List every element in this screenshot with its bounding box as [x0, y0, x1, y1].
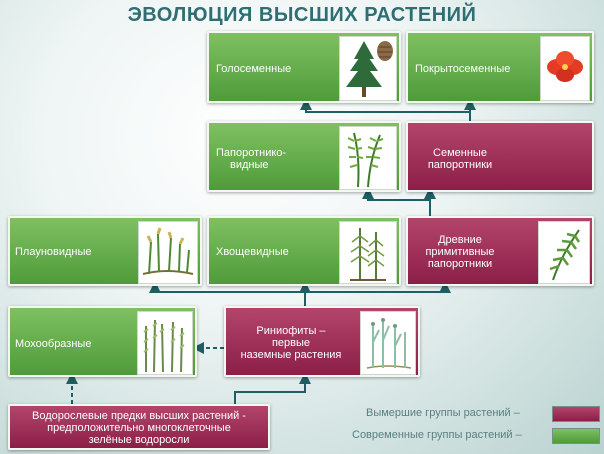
node-gymnosperms: Голосеменные: [207, 31, 401, 103]
clubmoss-icon: [138, 221, 198, 284]
node-rhyniophytes-label: Риниофиты – первые наземные растения: [226, 325, 356, 361]
node-bryophytes-line-1: Мохообразные: [15, 338, 92, 350]
node-ancient-ferns-line-3: папоротники: [427, 258, 493, 270]
node-angiosperms-label: Покрытосеменные: [415, 63, 510, 75]
node-ancient-ferns-line-2: примитивные: [425, 246, 495, 258]
node-gymnosperms-label: Голосеменные: [216, 63, 291, 75]
node-algal-ancestors-line-1: Водорослевые предки высших растений -: [32, 410, 246, 422]
node-rhyniophytes: Риниофиты – первые наземные растения: [224, 306, 420, 377]
ancient-fern-icon: [538, 221, 590, 284]
legend-extinct-label: Вымершие группы растений –: [366, 407, 520, 419]
node-algal-ancestors-line-2: предположительно многоклеточные: [47, 422, 231, 434]
moss-icon: [137, 311, 193, 375]
node-seed-ferns-line-1: Семенные: [433, 147, 487, 159]
arrow-algae-to-rhynio: [234, 372, 311, 404]
node-ferns-label: Папоротнико- видные: [216, 147, 286, 171]
node-horsetails-line-1: Хвощевидные: [216, 246, 289, 258]
legend-modern-label: Современные группы растений –: [352, 429, 522, 441]
node-algal-ancestors-label: Водорослевые предки высших растений - пр…: [10, 410, 268, 446]
node-rhyniophytes-line-1: Риниофиты –: [256, 325, 326, 337]
node-lycophytes-line-1: Плауновидные: [15, 246, 92, 258]
node-seed-ferns: Семенные папоротники: [406, 121, 594, 192]
arrow-rhynio-to-lyco: [149, 281, 306, 306]
node-algal-ancestors: Водорослевые предки высших растений - пр…: [8, 404, 270, 450]
legend-extinct-swatch: [552, 406, 600, 422]
arrow-ancientferns-to-ferns: [362, 187, 431, 216]
node-angiosperms-line-1: Покрытосеменные: [415, 63, 511, 75]
node-angiosperms: Покрытосеменные: [406, 31, 594, 103]
node-horsetails-label: Хвощевидные: [216, 246, 289, 258]
node-ancient-ferns-label: Древние примитивные папоротники: [408, 234, 512, 270]
rhynia-icon: [360, 311, 416, 375]
node-seed-ferns-line-2: папоротники: [427, 159, 493, 171]
node-ancient-ferns-line-1: Древние: [438, 234, 482, 246]
node-ferns-line-2: видные: [230, 159, 269, 171]
node-ferns: Папоротнико- видные: [207, 121, 401, 192]
node-rhyniophytes-line-3: наземные растения: [240, 349, 342, 361]
node-lycophytes: Плауновидные: [8, 216, 202, 286]
page-title: ЭВОЛЮЦИЯ ВЫСШИХ РАСТЕНИЙ: [127, 4, 477, 26]
node-ferns-line-1: Папоротнико-: [216, 147, 287, 159]
horsetail-icon: [339, 221, 397, 284]
node-seed-ferns-label: Семенные папоротники: [408, 147, 512, 171]
legend-modern-swatch: [552, 428, 600, 444]
node-bryophytes-label: Мохообразные: [15, 338, 91, 350]
pine-tree-icon: [339, 36, 397, 101]
node-bryophytes: Мохообразные: [8, 306, 197, 377]
node-gymnosperms-line-1: Голосеменные: [216, 63, 292, 75]
node-rhyniophytes-line-2: первые: [271, 337, 311, 349]
flower-icon: [540, 36, 590, 101]
node-ancient-ferns: Древние примитивные папоротники: [406, 216, 594, 286]
arrow-seedferns-to-gymno: [300, 98, 471, 121]
arrow-rhynio-to-ancientferns: [304, 281, 451, 306]
node-horsetails: Хвощевидные: [207, 216, 401, 286]
node-algal-ancestors-line-3: зелёные водоросли: [88, 434, 190, 446]
node-lycophytes-label: Плауновидные: [15, 246, 92, 258]
fern-icon: [339, 126, 397, 190]
